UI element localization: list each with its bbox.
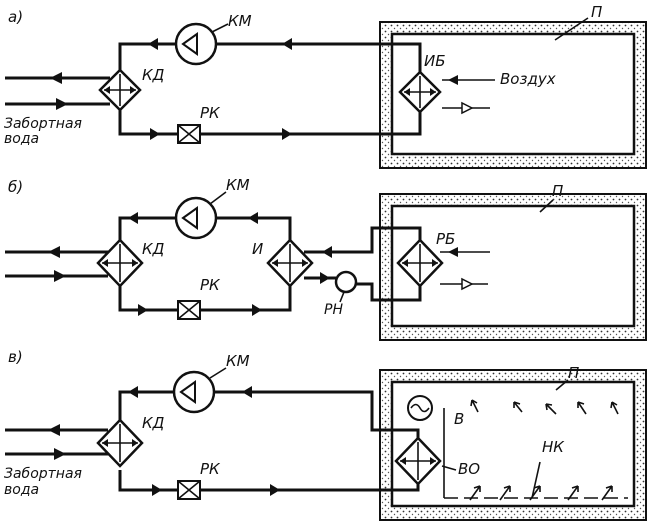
room-p-label-c: П [568, 364, 579, 382]
flow-arrow-a2 [282, 38, 292, 50]
brine-cooler-rb-b [396, 238, 444, 288]
duct-nk-label-c: НК [542, 438, 565, 456]
room-p-a [379, 21, 647, 169]
diagram-b: б) П КМ РК КД [5, 176, 647, 341]
condenser-kd-label-c: КД [142, 414, 165, 432]
compressor-km-label-a: КМ [228, 12, 252, 30]
diagram-c-label: в) [8, 348, 23, 366]
room-p-label-a: П [591, 3, 602, 21]
condenser-kd-a [98, 68, 142, 112]
pump-rn-label-b: РН [324, 302, 343, 318]
flow-arrow-a4 [282, 128, 292, 140]
condenser-kd-b [96, 238, 144, 288]
fan-icon [410, 403, 430, 413]
fan-v-label-c: В [454, 410, 464, 428]
air-cooler-vo-c [394, 436, 442, 486]
diagram-a-label: а) [8, 8, 23, 26]
sea-water-label-a2: вода [4, 131, 39, 147]
condenser-kd-label-a: КД [142, 66, 165, 84]
brine-cooler-rb-label-b: РБ [436, 230, 455, 248]
sea-water-label-c1: Забортная [4, 466, 82, 482]
flow-arrow-a3 [150, 128, 160, 140]
loop-bottom-b [118, 286, 292, 312]
pump-rn-b [334, 270, 358, 294]
loop-bottom-a [118, 110, 422, 136]
sea-water-label-c2: вода [4, 482, 39, 498]
brine-top-b [304, 226, 422, 254]
sea-water-label-a1: Забортная [4, 116, 82, 132]
loop-bottom-c [118, 470, 420, 492]
valve-rk-label-a: РК [200, 104, 221, 122]
loop-top-a [118, 42, 422, 72]
air-flow-arrows-top-c [470, 399, 619, 415]
compressor-km-label-b: КМ [226, 176, 250, 194]
air-label-a: Воздух [500, 70, 556, 88]
diagram-a: а) П КМ РК КД [4, 3, 647, 169]
diagram-b-label: б) [8, 178, 23, 196]
room-p-leader-a [554, 17, 589, 41]
diagram-c: в) П КМ РК КД Забортная вод [4, 348, 647, 521]
valve-rk-label-b: РК [200, 276, 221, 294]
room-p-label-b: П [552, 182, 563, 200]
air-flow-arrows-bottom-c [469, 485, 613, 501]
condenser-kd-c [96, 418, 144, 468]
exchanger-i-b [266, 238, 314, 288]
valve-rk-label-c: РК [200, 460, 221, 478]
air-cooler-vo-label-c: ВО [458, 460, 480, 478]
loop-top-c [118, 390, 420, 444]
flow-arrow-a1 [148, 38, 158, 50]
compressor-km-label-c: КМ [226, 352, 250, 370]
evaporator-ib-label-a: ИБ [424, 52, 446, 70]
brine-bottom-b2 [356, 282, 422, 302]
evaporator-ib-a [398, 70, 442, 114]
condenser-kd-label-b: КД [142, 240, 165, 258]
exchanger-i-label-b: И [252, 240, 263, 258]
